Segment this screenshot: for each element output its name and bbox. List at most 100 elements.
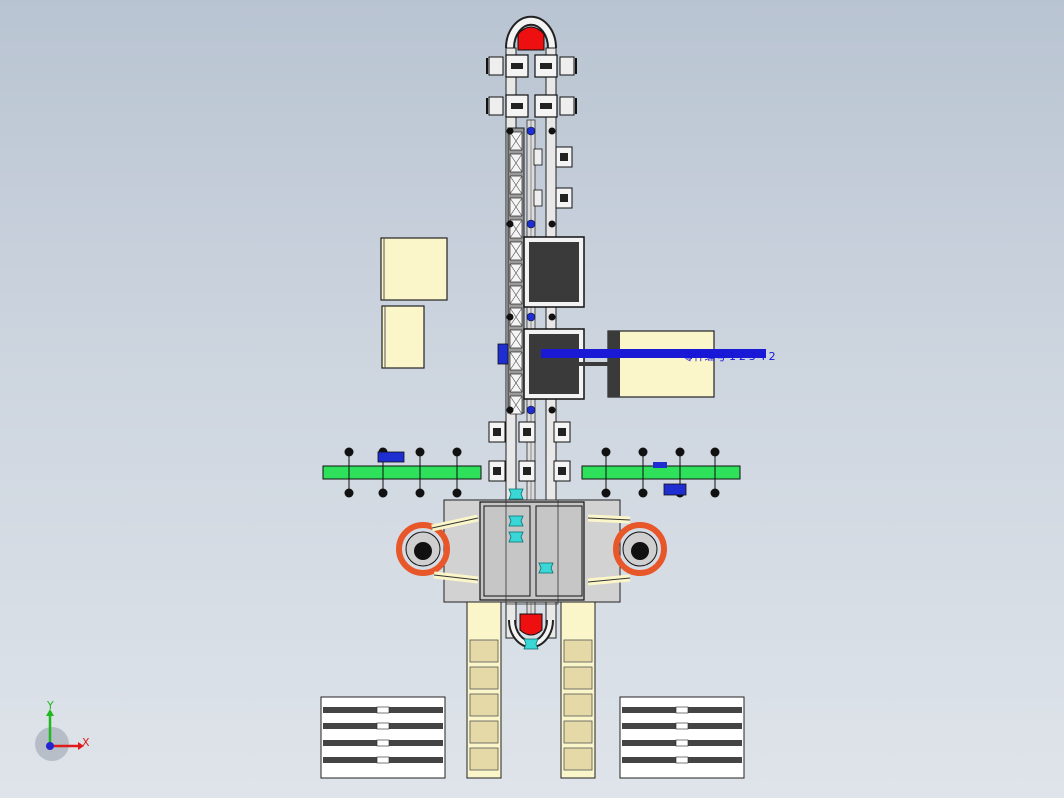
lower-station xyxy=(488,421,506,443)
blue-motors xyxy=(377,451,687,496)
cabinet-left-upper xyxy=(380,237,448,301)
motor-knobs xyxy=(506,126,556,415)
pallet-left xyxy=(320,696,446,779)
lower-station-core xyxy=(558,467,566,475)
black-knob xyxy=(506,220,514,228)
side-unit-core xyxy=(560,153,568,161)
blue-knob xyxy=(526,405,536,415)
pallet-block xyxy=(675,739,689,747)
black-knob xyxy=(548,127,556,135)
black-knob xyxy=(548,220,556,228)
pallet-right xyxy=(619,696,745,779)
carton xyxy=(469,747,499,771)
lower-station-core xyxy=(493,467,501,475)
side-unit-core xyxy=(560,194,568,202)
black-knob xyxy=(506,127,514,135)
lower-station-core xyxy=(523,467,531,475)
green-belt-left xyxy=(322,465,482,480)
gripper-arm xyxy=(488,56,504,76)
carton xyxy=(469,666,499,690)
dark-machine-upper xyxy=(523,236,585,308)
top-end-cap xyxy=(517,26,545,51)
side-unit xyxy=(533,146,573,168)
product xyxy=(508,531,524,543)
mesh-cross xyxy=(509,241,523,261)
gripper-slot xyxy=(511,103,523,109)
gripper-arm xyxy=(559,96,575,116)
lower-station-core xyxy=(493,428,501,436)
side-unit-pusher xyxy=(533,148,543,166)
carton xyxy=(469,693,499,717)
gripper-slot xyxy=(540,63,552,69)
black-knob xyxy=(506,406,514,414)
mesh-belt-pattern xyxy=(509,131,523,415)
robot-right xyxy=(587,514,667,586)
gripper-slot xyxy=(511,63,523,69)
mesh-cross xyxy=(509,153,523,173)
mesh-cross xyxy=(509,329,523,349)
robot-left xyxy=(396,514,479,584)
carton xyxy=(563,666,593,690)
side-unit-pusher xyxy=(533,189,543,207)
black-knob xyxy=(506,313,514,321)
mesh-cross xyxy=(509,197,523,217)
pallet-block xyxy=(675,706,689,714)
cabinet-left-lower xyxy=(381,305,425,369)
pallet-block xyxy=(376,722,390,730)
lower-station xyxy=(488,460,506,482)
product xyxy=(508,488,524,500)
blue-knob xyxy=(526,219,536,229)
z-axis-marker xyxy=(46,742,54,750)
product xyxy=(508,515,524,527)
mesh-cross xyxy=(509,373,523,393)
mesh-cross xyxy=(509,307,523,327)
annotation-leader xyxy=(497,343,766,365)
bottom-end-cap xyxy=(519,613,543,636)
pallet-block xyxy=(376,739,390,747)
cabinet-right xyxy=(566,330,715,398)
y-axis-label: Y xyxy=(47,699,54,712)
blue-knob xyxy=(526,312,536,322)
gripper-slot xyxy=(540,103,552,109)
mesh-cross xyxy=(509,351,523,371)
pallet-block xyxy=(675,756,689,764)
cartons xyxy=(469,639,593,771)
dark-machine-lower xyxy=(523,328,585,400)
carton xyxy=(469,639,499,663)
carton xyxy=(563,720,593,744)
mesh-cross xyxy=(509,175,523,195)
pallet-block xyxy=(675,722,689,730)
mesh-cross xyxy=(509,285,523,305)
top-stations xyxy=(486,54,577,118)
lower-station xyxy=(518,421,536,443)
carton xyxy=(469,720,499,744)
pallet-block xyxy=(376,706,390,714)
gripper-arm xyxy=(488,96,504,116)
black-knob xyxy=(548,313,556,321)
carton xyxy=(563,747,593,771)
lower-station xyxy=(553,421,571,443)
part-annotation: 零件编号 1 2 3 4 2 xyxy=(683,350,776,363)
blue-knob xyxy=(526,126,536,136)
side-unit xyxy=(533,187,573,209)
x-axis-label: X xyxy=(82,736,90,749)
carton xyxy=(563,693,593,717)
gripper-arm xyxy=(559,56,575,76)
lower-station xyxy=(553,460,571,482)
black-knob xyxy=(548,406,556,414)
gripper-station xyxy=(486,54,529,78)
lower-station-core xyxy=(523,428,531,436)
mesh-cross xyxy=(509,131,523,151)
view-triad xyxy=(35,709,84,761)
products xyxy=(508,488,554,650)
product xyxy=(523,638,539,650)
gripper-station xyxy=(486,94,529,118)
lower-station-core xyxy=(558,428,566,436)
gripper-station xyxy=(534,94,577,118)
gripper-station xyxy=(534,54,577,78)
mesh-cross xyxy=(509,263,523,283)
carton xyxy=(563,639,593,663)
product xyxy=(538,562,554,574)
pallet-block xyxy=(376,756,390,764)
